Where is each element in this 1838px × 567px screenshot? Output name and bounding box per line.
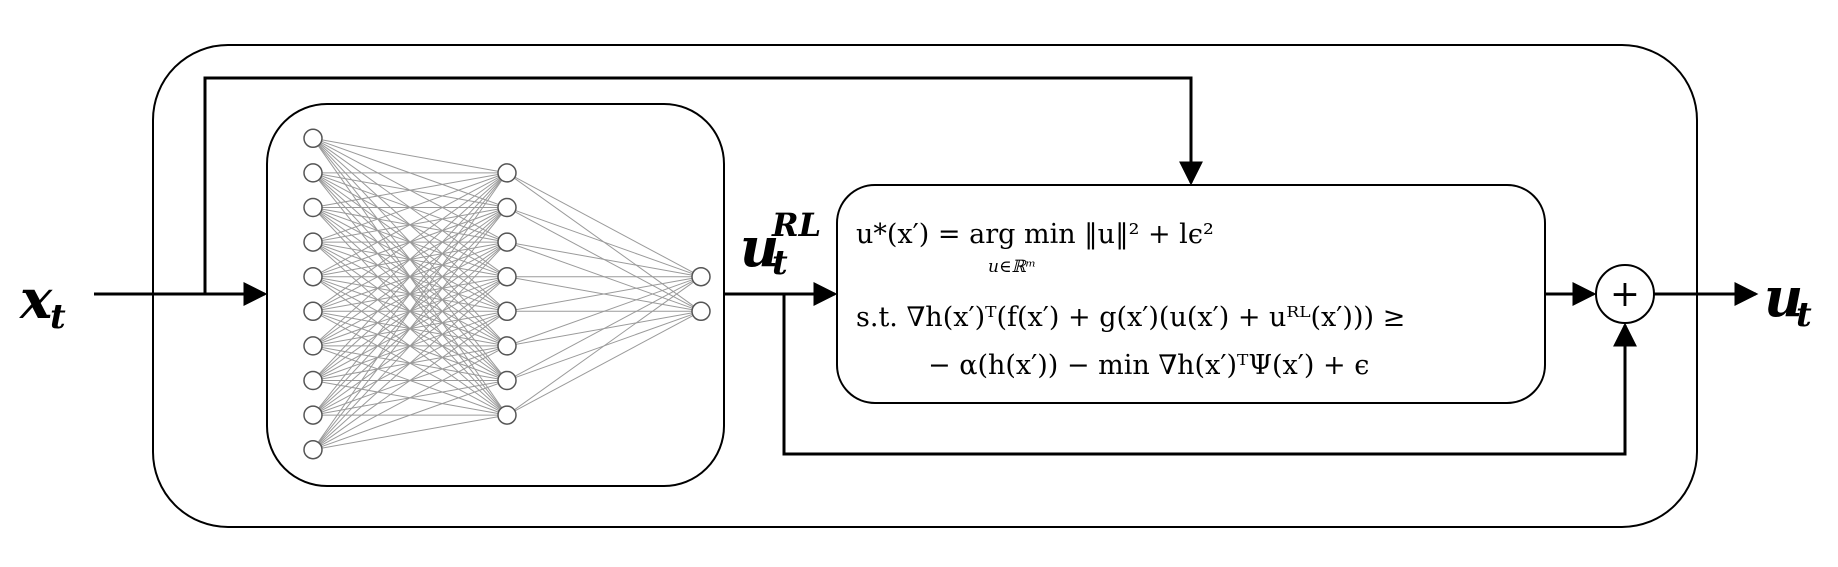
network-edge bbox=[312, 172, 508, 312]
network-edge bbox=[506, 276, 702, 416]
network-node bbox=[497, 163, 517, 183]
qp-constraint-line2: − α(h(x′)) − min ∇h(x′)ᵀΨ(x′) + ϵ bbox=[928, 350, 1369, 381]
qp-objective-subscript: u∈ℝᵐ bbox=[988, 257, 1036, 277]
neural-network-nodes bbox=[303, 128, 711, 460]
state-to-qp-wire bbox=[203, 76, 1203, 294]
network-edge bbox=[312, 345, 508, 451]
network-edge bbox=[312, 172, 508, 208]
network-edge bbox=[312, 172, 508, 381]
network-edge bbox=[506, 207, 702, 278]
network-node bbox=[303, 405, 323, 425]
network-edge bbox=[312, 172, 508, 278]
network-edge bbox=[312, 380, 508, 451]
network-node bbox=[303, 232, 323, 252]
sum-symbol: + bbox=[1610, 274, 1640, 315]
network-node bbox=[303, 370, 323, 391]
network-node bbox=[497, 405, 517, 425]
network-edge bbox=[312, 241, 508, 451]
rl-action-subscript: t bbox=[772, 243, 788, 283]
neural-network-edges bbox=[312, 137, 702, 451]
rl-to-sum-wire bbox=[782, 294, 1637, 456]
network-node bbox=[303, 163, 323, 183]
rl-action-label: u bbox=[740, 215, 779, 279]
network-edge bbox=[506, 241, 702, 278]
network-node bbox=[303, 128, 323, 149]
output-label: u bbox=[1764, 265, 1803, 329]
network-edge bbox=[506, 276, 702, 312]
network-node bbox=[303, 336, 323, 356]
network-edge bbox=[312, 276, 508, 451]
network-edge bbox=[506, 276, 702, 347]
network-edge bbox=[312, 172, 508, 450]
network-node bbox=[303, 301, 323, 322]
network-node bbox=[497, 336, 517, 356]
network-node bbox=[497, 232, 517, 252]
input-label: x bbox=[19, 267, 53, 331]
network-edge bbox=[312, 172, 508, 347]
network-edge bbox=[312, 310, 508, 451]
input-label-subscript: t bbox=[50, 297, 66, 337]
network-edge bbox=[312, 172, 508, 243]
rl-action-superscript: RL bbox=[771, 206, 821, 244]
network-node bbox=[691, 266, 711, 287]
network-node bbox=[497, 370, 517, 391]
output-label-subscript: t bbox=[1796, 295, 1812, 335]
network-edge bbox=[312, 207, 508, 451]
outer-container bbox=[152, 44, 1698, 528]
network-edge bbox=[312, 137, 508, 174]
network-node bbox=[303, 439, 323, 460]
network-edge bbox=[312, 172, 508, 416]
network-node bbox=[303, 266, 323, 287]
network-node bbox=[497, 266, 517, 287]
qp-constraint-line1: s.t. ∇h(x′)ᵀ(f(x′) + g(x′)(u(x′) + uᴿᴸ(x… bbox=[856, 302, 1405, 333]
network-edge bbox=[312, 414, 508, 451]
network-node bbox=[691, 301, 711, 322]
network-edge bbox=[506, 172, 702, 278]
network-node bbox=[497, 197, 517, 218]
network-node bbox=[303, 197, 323, 218]
network-node bbox=[497, 301, 517, 322]
network-edge bbox=[506, 310, 702, 416]
qp-objective: u*(x′) = arg min ‖u‖² + lϵ² bbox=[856, 219, 1214, 250]
network-edge bbox=[506, 276, 702, 381]
